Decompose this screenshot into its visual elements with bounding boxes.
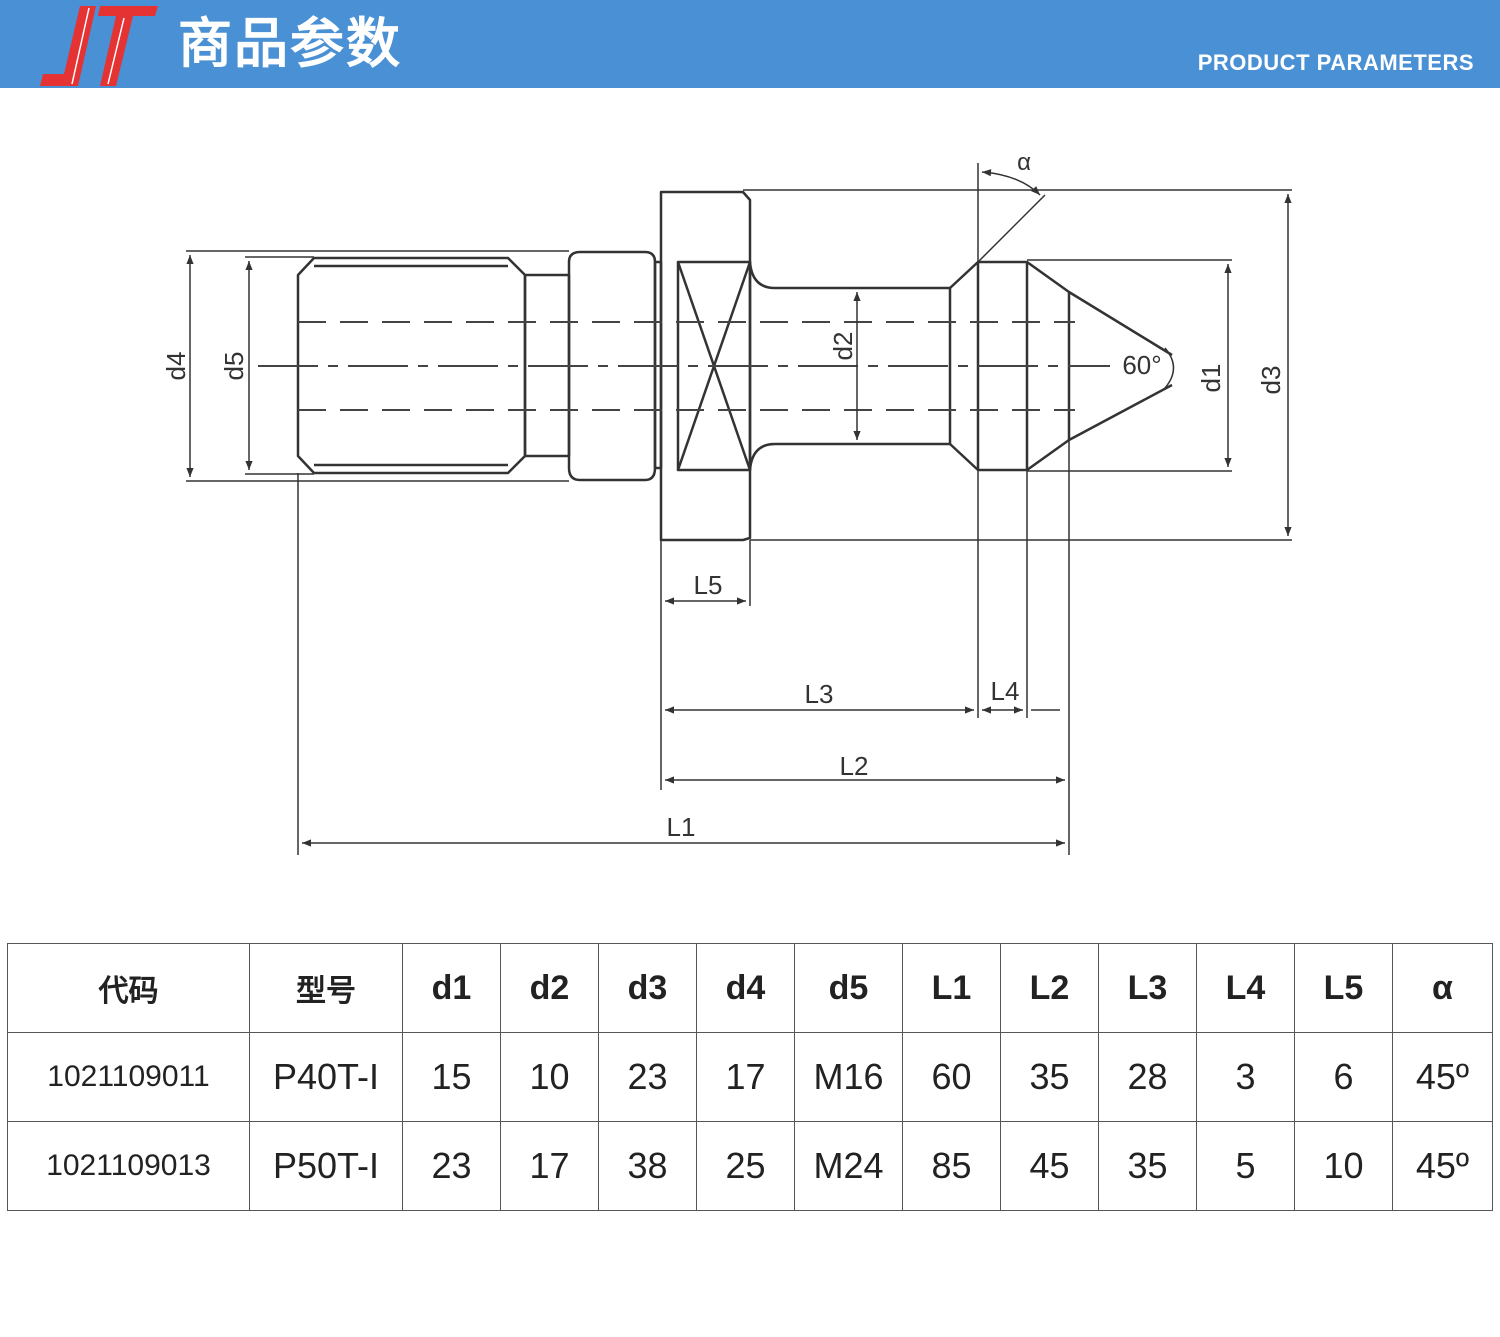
cell-L2: 45 xyxy=(1000,1121,1099,1211)
label-L2: L2 xyxy=(840,751,869,781)
page-title: 商品参数 xyxy=(178,12,402,75)
header-d2: d2 xyxy=(500,943,599,1033)
cell-model: P40T-I xyxy=(249,1032,403,1122)
label-d2: d2 xyxy=(828,332,858,361)
label-d4: d4 xyxy=(161,352,191,381)
table-header-row: 代码 型号 d1 d2 d3 d4 d5 L1 L2 L3 L4 L5 α xyxy=(7,943,1493,1033)
cell-model: P50T-I xyxy=(249,1121,403,1211)
header-alpha: α xyxy=(1392,943,1493,1033)
cell-d2: 10 xyxy=(500,1032,599,1122)
center-lines xyxy=(258,321,1110,411)
dimension-labels: d4 d5 d2 d1 d3 L5 L3 L4 L2 L1 α 60° xyxy=(161,149,1286,842)
label-alpha: α xyxy=(1017,149,1031,176)
cell-L4: 5 xyxy=(1196,1121,1295,1211)
cell-d5: M16 xyxy=(794,1032,903,1122)
header-L5: L5 xyxy=(1294,943,1393,1033)
label-L1: L1 xyxy=(667,812,696,842)
cell-code: 1021109013 xyxy=(7,1121,250,1211)
cell-L5: 6 xyxy=(1294,1032,1393,1122)
header-d1: d1 xyxy=(402,943,501,1033)
header-d5: d5 xyxy=(794,943,903,1033)
label-d3: d3 xyxy=(1256,366,1286,395)
page-subtitle: PRODUCT PARAMETERS xyxy=(1197,50,1474,75)
table-row: 1021109013 P50T-I 23 17 38 25 M24 85 45 … xyxy=(7,1121,1493,1211)
extension-lines xyxy=(186,163,1292,855)
cell-L1: 85 xyxy=(902,1121,1001,1211)
header-code: 代码 xyxy=(7,943,250,1033)
table-row: 1021109011 P40T-I 15 10 23 17 M16 60 35 … xyxy=(7,1032,1493,1122)
dimension-lines xyxy=(186,169,1292,847)
cell-d3: 23 xyxy=(598,1032,697,1122)
cell-L1: 60 xyxy=(902,1032,1001,1122)
header-model: 型号 xyxy=(249,943,403,1033)
cell-alpha: 45º xyxy=(1392,1121,1493,1211)
label-L4: L4 xyxy=(991,676,1020,706)
cell-d1: 15 xyxy=(402,1032,501,1122)
cell-L3: 35 xyxy=(1098,1121,1197,1211)
pull-stud-technical-drawing: d4 d5 d2 d1 d3 L5 L3 L4 L2 L1 α 60° xyxy=(161,149,1292,855)
label-angle-60: 60° xyxy=(1122,350,1161,380)
header-banner: 商品参数 PRODUCT PARAMETERS xyxy=(0,0,1500,88)
cell-alpha: 45º xyxy=(1392,1032,1493,1122)
cell-L3: 28 xyxy=(1098,1032,1197,1122)
cell-d3: 38 xyxy=(598,1121,697,1211)
header-d4: d4 xyxy=(696,943,795,1033)
header-L1: L1 xyxy=(902,943,1001,1033)
jt-logo-icon xyxy=(40,6,158,86)
header-d3: d3 xyxy=(598,943,697,1033)
cell-code: 1021109011 xyxy=(7,1032,250,1122)
label-d5: d5 xyxy=(219,352,249,381)
label-L5: L5 xyxy=(694,570,723,600)
header-L4: L4 xyxy=(1196,943,1295,1033)
cell-d1: 23 xyxy=(402,1121,501,1211)
header-L3: L3 xyxy=(1098,943,1197,1033)
cell-d4: 25 xyxy=(696,1121,795,1211)
cell-L2: 35 xyxy=(1000,1032,1099,1122)
cell-d4: 17 xyxy=(696,1032,795,1122)
cell-L4: 3 xyxy=(1196,1032,1295,1122)
cell-d2: 17 xyxy=(500,1121,599,1211)
cell-L5: 10 xyxy=(1294,1121,1393,1211)
parameters-table: 代码 型号 d1 d2 d3 d4 d5 L1 L2 L3 L4 L5 α 10… xyxy=(7,943,1493,1211)
label-L3: L3 xyxy=(805,679,834,709)
cell-d5: M24 xyxy=(794,1121,903,1211)
header-L2: L2 xyxy=(1000,943,1099,1033)
label-d1: d1 xyxy=(1196,364,1226,393)
